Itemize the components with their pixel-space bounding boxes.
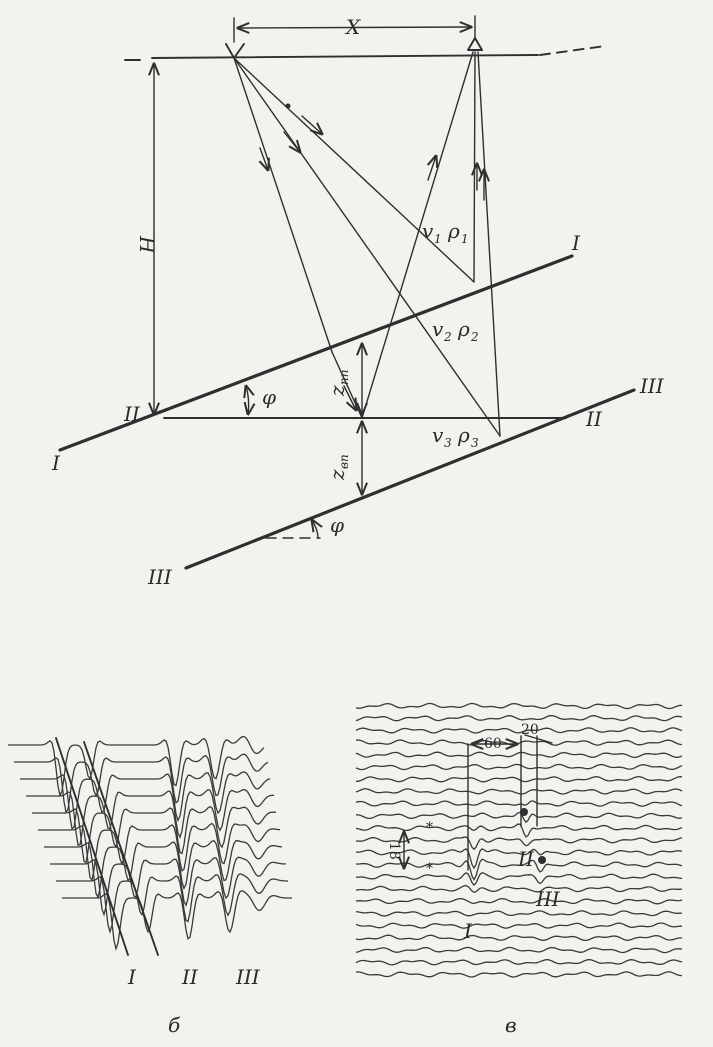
wave-label-III-b: III: [235, 965, 261, 989]
boundary-III: [184, 388, 636, 570]
seismogram-v: [355, 702, 683, 978]
svg-text:v: v: [432, 317, 444, 341]
seismogram-v-annotations: 60 20 18 * * I II III в: [386, 722, 561, 1037]
depth-label: H: [135, 235, 159, 254]
trace-v: [355, 946, 683, 954]
surface-line: [151, 54, 539, 59]
seismogram-b-labels: I II III б: [127, 965, 261, 1037]
interval-18-label: 18: [386, 842, 402, 860]
interval-20-label: 20: [521, 722, 539, 738]
trace-v: [355, 763, 683, 771]
trace-b: [50, 856, 287, 917]
wave-I-line: [55, 737, 129, 956]
panel-label-b: б: [168, 1013, 181, 1037]
boundary-II-label-left: II: [123, 402, 141, 426]
trace-v: [355, 958, 683, 966]
trace-v: [355, 934, 682, 942]
wave-label-II-v: II: [517, 847, 535, 871]
trace-v: [355, 751, 683, 759]
wave-label-I-v: I: [463, 919, 473, 943]
svg-text:ρ: ρ: [447, 219, 460, 243]
dip-angle-arc: [246, 386, 249, 414]
wave-label-III-v: III: [535, 887, 561, 911]
trace-v: [355, 714, 683, 722]
svg-text:1: 1: [461, 232, 469, 246]
layer-label-1: v 1 ρ 1: [422, 219, 469, 246]
svg-text:ρ: ρ: [457, 423, 470, 447]
offset-label: X: [344, 15, 361, 39]
star-marker-lower: *: [426, 861, 433, 877]
ray-up-receiver-3: [477, 51, 501, 437]
surface-line-dashed-right: [539, 45, 606, 56]
trace-b: [14, 753, 269, 814]
z-vp-label: z: [325, 469, 349, 481]
trace-v: [355, 922, 682, 929]
dip-angle-arc-lower: [312, 520, 318, 539]
svg-text:2: 2: [443, 330, 452, 344]
trace-b: [8, 735, 265, 798]
ray-up-receiver-1: [473, 51, 476, 283]
ray-diagram: X H I I II II III III φ φ: [51, 15, 665, 589]
trace-v: [355, 702, 683, 710]
svg-text:3: 3: [471, 436, 479, 450]
boundary-I-label-right: I: [571, 231, 581, 255]
seismogram-b: [8, 735, 292, 956]
trace-v: [355, 739, 683, 746]
trace-v: [355, 811, 683, 824]
interval-20-arrow: [524, 734, 553, 744]
svg-text:2: 2: [470, 330, 479, 344]
offset-dimension-arrow: [238, 27, 471, 28]
z-pp-label: z: [325, 385, 349, 397]
trace-v: [355, 788, 683, 795]
ray-down-to-II: [233, 57, 333, 353]
ray-reflect-I: [233, 57, 475, 283]
z-vp-subscript: вп: [337, 454, 351, 469]
trace-v: [356, 775, 683, 783]
trace-v: [355, 823, 683, 838]
source-symbol: [225, 43, 245, 59]
layer-label-3: v 3 ρ 3: [432, 423, 479, 450]
trace-v: [355, 884, 683, 894]
trace-b: [32, 805, 277, 864]
trace-b: [38, 822, 281, 882]
trace-v: [355, 848, 683, 870]
receiver-triangle-icon: [467, 37, 483, 51]
trace-v: [355, 858, 683, 881]
wave-I-line-2: [83, 741, 159, 956]
svg-text:3: 3: [444, 436, 452, 450]
trace-b: [26, 788, 275, 846]
svg-text:1: 1: [434, 232, 442, 246]
ray-up-from-II: [361, 51, 474, 419]
boundary-I-label-left: I: [51, 451, 61, 475]
z-pp-subscript: пп: [337, 370, 351, 385]
dip-angle-label: φ: [262, 385, 276, 409]
trace-v: [355, 971, 683, 978]
svg-text:ρ: ρ: [457, 317, 470, 341]
wave-label-II-b: II: [181, 965, 199, 989]
trace-b: [44, 839, 283, 900]
trace-v: [355, 910, 683, 917]
trace-v: [355, 871, 683, 886]
trace-b: [56, 873, 288, 934]
trace-b: [20, 771, 271, 830]
boundary-II-label-right: II: [585, 407, 603, 431]
panel-label-v: в: [505, 1013, 517, 1037]
dip-angle-label-lower: φ: [330, 513, 344, 537]
trace-v: [355, 897, 683, 905]
boundary-III-label-left: III: [147, 565, 173, 589]
layer-label-2: v 2 ρ 2: [432, 317, 479, 344]
wave-label-I-b: I: [127, 965, 137, 989]
trace-v: [355, 727, 683, 734]
boundary-I: [58, 254, 574, 452]
ray-reflect-III: [233, 57, 501, 437]
star-marker-upper: *: [426, 820, 433, 836]
svg-text:v: v: [432, 423, 444, 447]
trace-v: [355, 836, 683, 851]
interval-60-label: 60: [484, 736, 502, 752]
trace-v: [355, 800, 683, 807]
svg-text:v: v: [422, 219, 434, 243]
boundary-III-label-right: III: [639, 374, 665, 398]
trace-b: [62, 889, 292, 951]
